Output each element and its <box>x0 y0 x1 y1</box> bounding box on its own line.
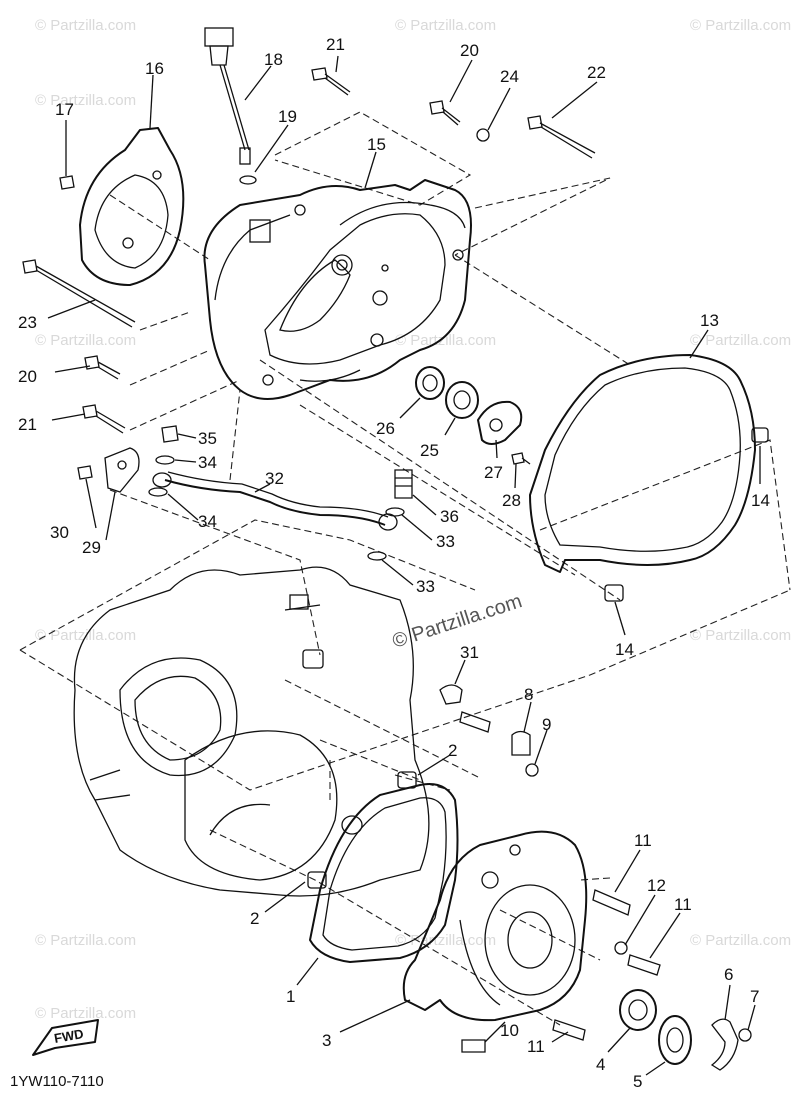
callout-labels: 16 17 18 19 21 20 24 22 15 23 20 21 13 1… <box>18 35 770 1091</box>
watermark: © Partzilla.com <box>690 17 791 34</box>
callout-5: 5 <box>633 1072 642 1091</box>
callout-21-top: 21 <box>326 35 345 54</box>
watermark: © Partzilla.com <box>35 332 136 349</box>
fwd-label: FWD <box>53 1026 85 1046</box>
watermark: © Partzilla.com <box>35 92 136 109</box>
gasket-13 <box>529 354 756 573</box>
callout-6: 6 <box>724 965 733 984</box>
callout-28: 28 <box>502 491 521 510</box>
callout-35: 35 <box>198 429 217 448</box>
small-parts <box>104 128 769 1071</box>
callout-2-upper: 2 <box>448 741 457 760</box>
leader-lines <box>47 55 761 1076</box>
callout-29: 29 <box>82 538 101 557</box>
gasket-1 <box>309 783 459 963</box>
cover-plate <box>79 127 185 286</box>
callout-34-lower: 34 <box>198 512 217 531</box>
callout-25: 25 <box>420 441 439 460</box>
callout-19: 19 <box>278 107 297 126</box>
callout-22: 22 <box>587 63 606 82</box>
watermark: © Partzilla.com <box>395 17 496 34</box>
crankcase-right <box>73 566 430 897</box>
bolts <box>22 67 752 1053</box>
callout-21-left: 21 <box>18 415 37 434</box>
callout-33-lower: 33 <box>416 577 435 596</box>
callout-10: 10 <box>500 1021 519 1040</box>
callout-1: 1 <box>286 987 295 1006</box>
callout-15: 15 <box>367 135 386 154</box>
callout-20-left: 20 <box>18 367 37 386</box>
callout-18: 18 <box>264 50 283 69</box>
fwd-arrow-icon: FWD <box>32 1019 99 1056</box>
oil-delivery-pipe <box>152 471 398 531</box>
callout-2-lower: 2 <box>250 909 259 928</box>
callout-14-lower: 14 <box>615 640 634 659</box>
watermark-center: © Partzilla.com <box>390 590 525 653</box>
callout-11-bottom: 11 <box>527 1037 545 1056</box>
magneto-cover <box>402 830 588 1022</box>
callout-20-top: 20 <box>460 41 479 60</box>
callout-23: 23 <box>18 313 37 332</box>
callout-24: 24 <box>500 67 519 86</box>
callout-3: 3 <box>322 1031 331 1050</box>
callout-34-upper: 34 <box>198 453 217 472</box>
callout-14-right: 14 <box>751 491 770 510</box>
assembly-guide-lines <box>19 111 791 1026</box>
watermark: © Partzilla.com <box>35 1005 136 1022</box>
callout-16: 16 <box>145 59 164 78</box>
callout-30: 30 <box>50 523 69 542</box>
callout-13: 13 <box>700 311 719 330</box>
watermark: © Partzilla.com <box>690 332 791 349</box>
callout-4: 4 <box>596 1055 605 1074</box>
watermark: © Partzilla.com <box>690 627 791 644</box>
watermark: © Partzilla.com <box>35 17 136 34</box>
callout-11-middle: 11 <box>674 895 692 914</box>
callout-12: 12 <box>647 876 666 895</box>
callout-11-upper: 11 <box>634 831 652 850</box>
callout-36: 36 <box>440 507 459 526</box>
callout-27: 27 <box>484 463 503 482</box>
callout-17: 17 <box>55 100 74 119</box>
callout-9: 9 <box>542 715 551 734</box>
watermark: © Partzilla.com <box>690 932 791 949</box>
callout-8: 8 <box>524 685 533 704</box>
diagram-code: 1YW110-7110 <box>10 1073 104 1090</box>
callout-7: 7 <box>750 987 759 1006</box>
callout-31: 31 <box>460 643 479 662</box>
watermark: © Partzilla.com <box>35 932 136 949</box>
dipstick <box>204 27 257 185</box>
watermark: © Partzilla.com <box>395 932 496 949</box>
callout-33-upper: 33 <box>436 532 455 551</box>
crankcase-cover-left <box>203 179 472 400</box>
callout-26: 26 <box>376 419 395 438</box>
callout-32: 32 <box>265 469 284 488</box>
watermark: © Partzilla.com <box>395 332 496 349</box>
